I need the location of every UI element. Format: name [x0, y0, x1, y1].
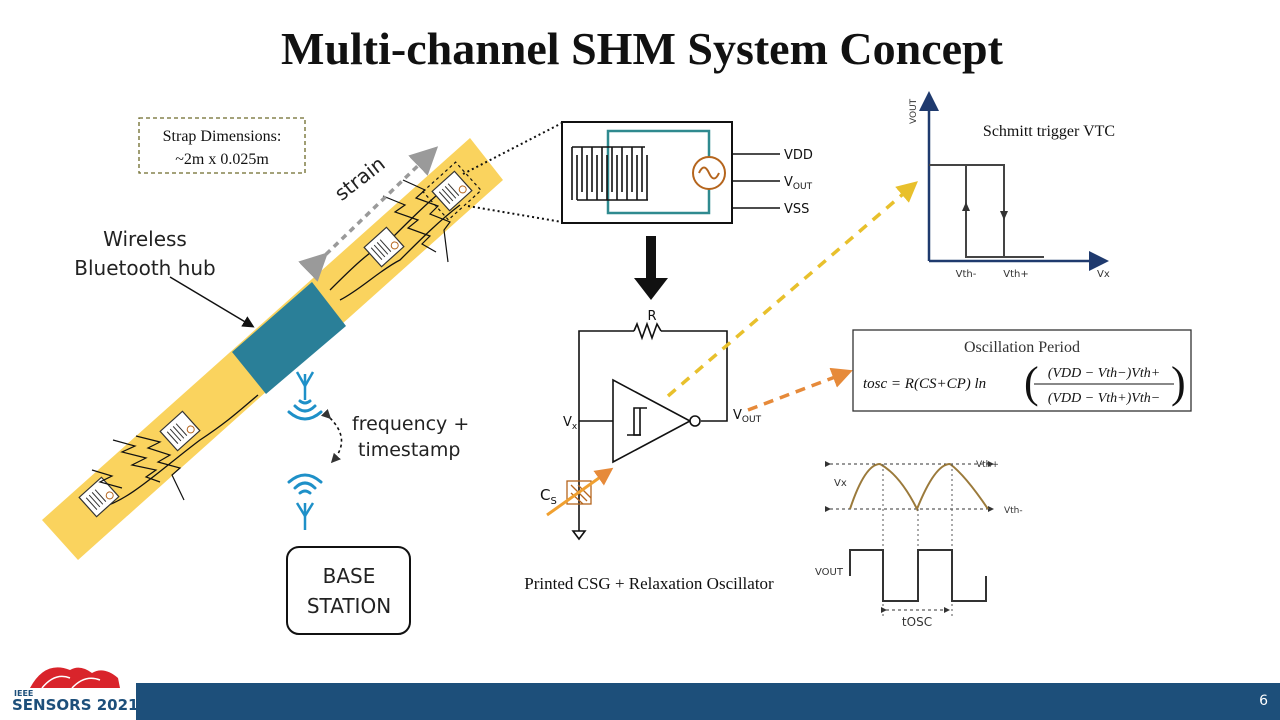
wave-vx-label: Vx — [834, 478, 847, 489]
osc-vout-sub: OUT — [742, 415, 762, 425]
vtc-plot — [919, 91, 1109, 271]
interdigitated-sensor-icon — [571, 146, 648, 201]
hub-label-line2: Bluetooth hub — [74, 256, 216, 280]
pin-vout-main: V — [784, 175, 793, 190]
base-station-line2: STATION — [307, 594, 391, 618]
dimensions-box — [138, 117, 306, 174]
base-station-box — [286, 546, 411, 635]
link-arrow — [320, 408, 343, 464]
dimensions-title: Strap Dimensions: — [163, 128, 282, 145]
hub-pointer-arrow — [169, 276, 255, 328]
period-title: Oscillation Period — [964, 339, 1080, 356]
wave-vth-minus: Vth- — [1004, 506, 1023, 516]
wave-vout-label: VOUT — [815, 567, 844, 578]
pin-vdd: VDD — [784, 148, 813, 163]
hub-antenna-icon — [295, 371, 315, 400]
osc-caption: Printed CSG + Relaxation Oscillator — [524, 574, 774, 593]
waveform-plot — [825, 461, 994, 616]
page-number: 6 — [1259, 693, 1268, 709]
wifi-signal-icon — [287, 473, 323, 495]
pin-vout: VOUT — [784, 175, 813, 192]
vtc-x-label: Vx — [1097, 269, 1110, 280]
hub-label-line1: Wireless — [103, 227, 187, 251]
wave-vth-plus: Vth+ — [976, 460, 999, 470]
osc-cs-main: C — [540, 486, 550, 504]
wave-tosc-label: tOSC — [902, 615, 932, 629]
osc-cs-label: CS — [540, 486, 557, 507]
period-numerator: (VDD − Vth−)Vth+ — [1048, 366, 1160, 381]
vtc-tick-plus: Vth+ — [1003, 269, 1028, 280]
cs-orange-arrow — [546, 467, 614, 517]
osc-r-label: R — [647, 309, 656, 324]
base-station-line1: BASE — [323, 564, 376, 588]
formula-paren-close: ) — [1171, 358, 1186, 407]
ieee-sensors-logo: IEEE SENSORS 2021 — [12, 667, 138, 714]
sensor-module — [159, 410, 201, 452]
logo-line1: IEEE — [14, 689, 33, 698]
oscillator-circuit — [571, 321, 728, 541]
dimensions-value: ~2m x 0.025m — [175, 151, 269, 168]
osc-vout-label: VOUT — [733, 408, 762, 425]
strain-label: strain — [330, 151, 390, 205]
period-denominator: (VDD − Vth+)Vth− — [1048, 391, 1160, 406]
logo-line2: SENSORS 2021 — [12, 696, 138, 714]
vtc-title: Schmitt trigger VTC — [983, 123, 1115, 140]
sensor-module — [78, 476, 120, 518]
strain-strap — [42, 138, 503, 560]
zoom-line — [467, 205, 563, 223]
wifi-signal-icon — [287, 399, 323, 421]
strain-arrow — [298, 146, 439, 282]
zoom-line — [462, 122, 563, 175]
pin-vss: VSS — [784, 202, 809, 217]
footer-bar: 6 — [136, 683, 1280, 720]
link-label-line2: timestamp — [358, 439, 461, 461]
sensor-module-highlighted — [422, 161, 482, 221]
sensor-closeup — [561, 121, 780, 224]
osc-vx-main: V — [563, 415, 572, 430]
vtc-tick-minus: Vth- — [956, 269, 977, 280]
period-box — [852, 329, 1192, 412]
osc-vx-sub: x — [572, 422, 578, 432]
period-formula-lhs: tosc = R(CS+CP) ln — [863, 376, 986, 392]
bluetooth-hub — [232, 282, 346, 394]
link-label-line1: frequency + — [352, 413, 469, 435]
ac-source-icon — [692, 156, 726, 190]
pin-vout-sub: OUT — [793, 182, 813, 192]
base-antenna-icon — [295, 502, 315, 530]
formula-paren-open: ( — [1024, 358, 1039, 407]
period-link-arrow — [747, 367, 853, 412]
osc-vout-main: V — [733, 408, 742, 423]
osc-cs-sub: S — [550, 496, 556, 507]
osc-vx-label: Vx — [563, 415, 578, 432]
vtc-y-label: VOUT — [909, 98, 919, 124]
down-arrow — [634, 236, 668, 300]
slide-title: Multi-channel SHM System Concept — [281, 23, 1004, 74]
